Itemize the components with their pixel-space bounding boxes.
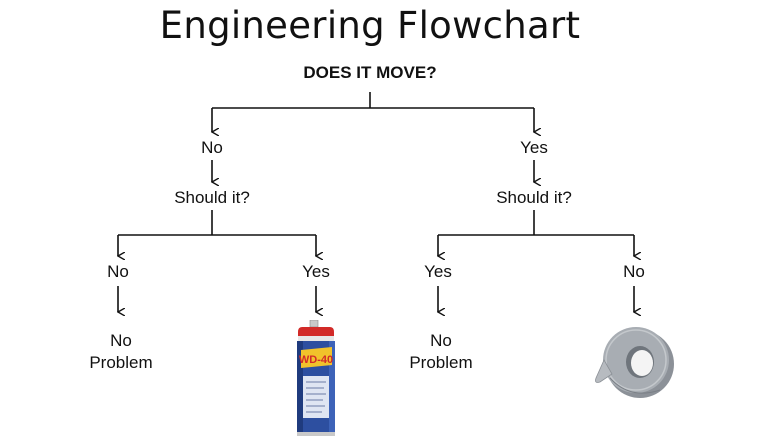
- left-answer: No: [201, 138, 223, 157]
- outcome-no-problem-1: No Problem: [51, 330, 191, 374]
- flowchart-title: Engineering Flowchart: [159, 4, 581, 47]
- right-question: Should it?: [496, 188, 572, 207]
- duct-tape-roll-image: [595, 327, 674, 398]
- left-left-answer: No: [107, 262, 129, 281]
- wd-40-label: WD-40: [299, 354, 333, 366]
- right-left-answer: Yes: [424, 262, 452, 281]
- outcome-line-2: Problem: [89, 353, 153, 372]
- outcome-line-1: No: [110, 331, 132, 350]
- outcome-line-1: No: [430, 331, 452, 350]
- wd-40-can-image: WD-40: [297, 320, 335, 436]
- outcome-line-2: Problem: [409, 353, 473, 372]
- left-right-answer: Yes: [302, 262, 330, 281]
- right-right-answer: No: [623, 262, 645, 281]
- right-answer: Yes: [520, 138, 548, 157]
- root-question: DOES IT MOVE?: [303, 63, 437, 82]
- left-question: Should it?: [174, 188, 250, 207]
- outcome-no-problem-2: No Problem: [371, 330, 511, 374]
